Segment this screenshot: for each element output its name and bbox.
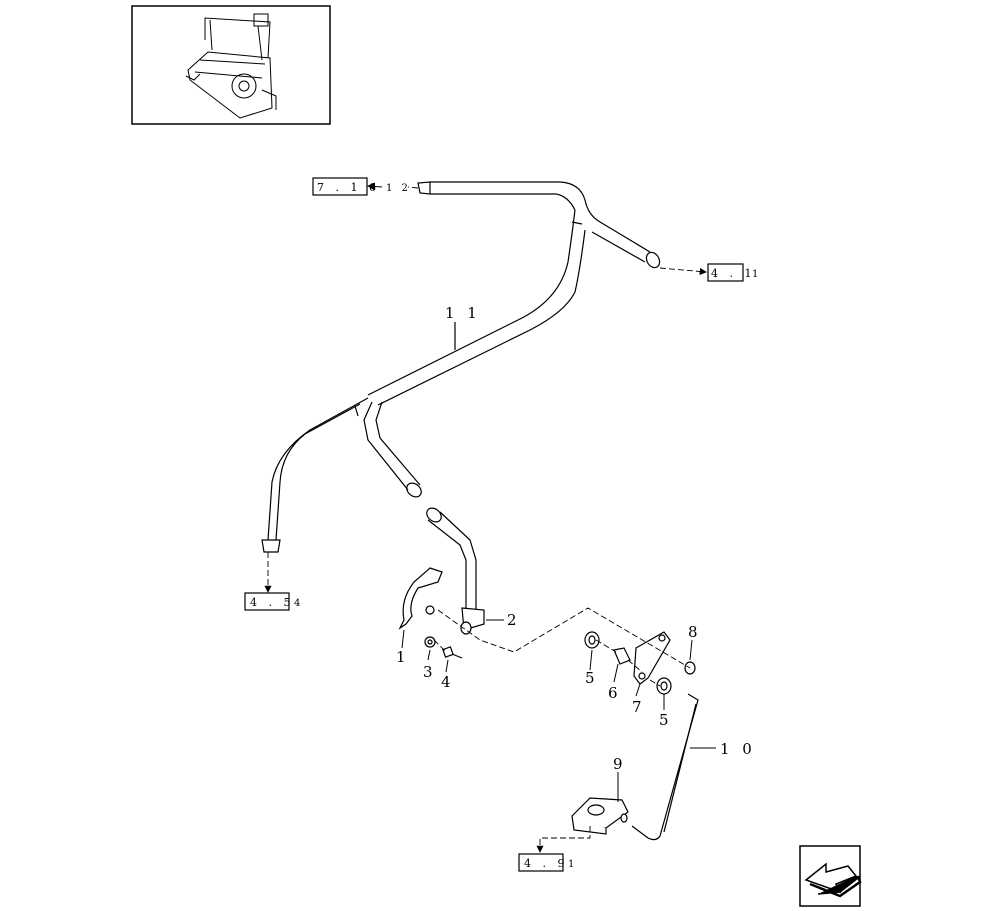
svg-text:4 . 9: 4 . 9: [524, 857, 569, 870]
callout-4: 4: [441, 673, 451, 691]
callout-2: 2: [507, 611, 517, 629]
callout-5b: 5: [659, 711, 669, 729]
ref-4-5-suffix: 4: [294, 598, 303, 609]
callout-8: 8: [688, 623, 698, 641]
connector-lines: [264, 186, 707, 853]
callout-5a: 5: [585, 669, 595, 687]
clamp-bracket: [398, 567, 485, 659]
svg-text:7 . 1 6: 7 . 1 6: [317, 181, 380, 194]
callout-1: 1: [396, 648, 406, 666]
svg-text:4 . 5: 4 . 5: [250, 596, 295, 609]
callout-10: 1 0: [720, 740, 756, 758]
ref-7-16-suffix: 1 2: [386, 183, 411, 194]
machine-overview-thumbnail[interactable]: [131, 5, 331, 125]
ref-7-16[interactable]: 7 . 1 6: [312, 177, 380, 196]
ref-4-9-suffix: 1: [568, 859, 577, 870]
callout-leaders: [401, 619, 716, 802]
callout-9: 9: [613, 755, 623, 773]
callout-7: 7: [632, 698, 642, 716]
ref-4-5[interactable]: 4 . 5: [244, 592, 295, 611]
ref-4-1-suffix: 1: [752, 269, 761, 280]
callout-11: 1 1: [445, 304, 481, 322]
callout-6: 6: [608, 684, 618, 702]
linkage-parts: [571, 631, 699, 841]
ref-4-9[interactable]: 4 . 9: [518, 853, 569, 872]
previous-page-arrow-icon[interactable]: [799, 845, 862, 907]
svg-text:4 . 1: 4 . 1: [711, 267, 756, 280]
callout-3: 3: [423, 663, 433, 681]
pipe-assembly: [261, 181, 661, 612]
ref-4-1[interactable]: 4 . 1: [707, 263, 756, 282]
